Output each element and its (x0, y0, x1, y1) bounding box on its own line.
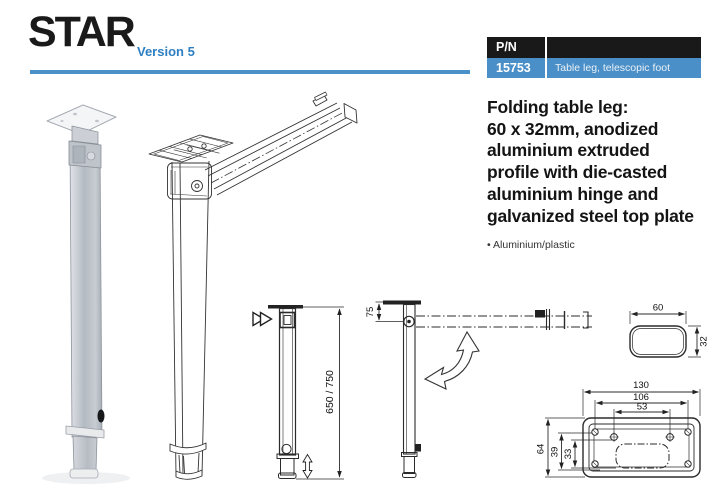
dim-hole-spacing-inner: 53 (637, 402, 648, 413)
dim-profile-width: 60 (653, 303, 664, 314)
dim-plate-width: 130 (633, 380, 649, 391)
dim-hole-spacing-outer: 106 (633, 392, 649, 403)
part-table-header-row: P/N (487, 37, 701, 58)
part-number: 15753 (487, 58, 547, 78)
side-view-height: 650 / 750 (252, 305, 344, 480)
desc-line: galvanized steel top plate (487, 205, 694, 226)
pn-header-label: P/N (487, 37, 547, 58)
desc-line: aluminium extruded (487, 140, 650, 161)
telescopic-extension-arrow-icon (302, 453, 313, 479)
profile-cross-section: 60 32 (629, 303, 710, 358)
dim-plate-depth: 64 (536, 444, 547, 455)
desc-line: profile with die-casted (487, 162, 668, 183)
desc-line: 60 x 32mm, anodized (487, 118, 659, 139)
material-bullet: • Aluminium/plastic (487, 239, 575, 252)
part-table-data-row: 15753 Table leg, telescopic foot (487, 58, 701, 78)
dim-profile-height: 32 (699, 336, 710, 347)
dim-leg-height: 650 / 750 (324, 370, 336, 414)
desc-line: Folding table leg: (487, 97, 629, 117)
part-description: Table leg, telescopic foot (555, 62, 670, 74)
section-marker-icon (252, 311, 273, 327)
side-view-folding: 75 (365, 300, 592, 478)
dim-hole-offset-inner: 33 (563, 449, 574, 460)
dim-hole-offset-outer: 39 (550, 447, 561, 458)
part-number-table: P/N 15753 Table leg, telescopic foot (487, 37, 701, 78)
wireframe-unfolding-leg (148, 91, 358, 480)
header-rule (30, 70, 470, 74)
product-description: Folding table leg: 60 x 32mm, anodized a… (487, 97, 717, 257)
version-label: Version 5 (137, 44, 195, 59)
fold-direction-arrow-icon (423, 330, 480, 390)
desc-line: aluminium hinge and (487, 183, 659, 204)
dim-hinge-offset: 75 (365, 307, 376, 318)
render-3d-leg (42, 104, 130, 484)
top-plate-plan: 130 106 53 64 39 33 (536, 380, 701, 478)
page-title: STAR (28, 8, 136, 56)
